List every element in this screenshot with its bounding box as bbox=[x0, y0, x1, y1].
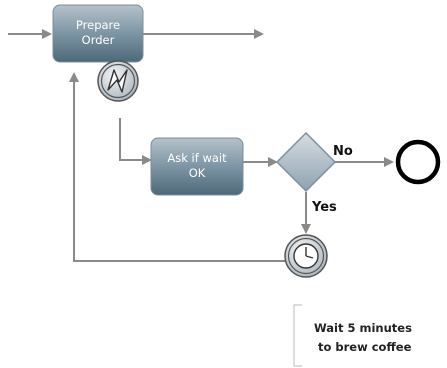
task-prepare-order-label-line1: Prepare bbox=[76, 18, 120, 32]
end-event[interactable] bbox=[395, 139, 441, 185]
task-ask-label-line2: OK bbox=[189, 166, 206, 180]
text-annotation: Wait 5 minutes to brew coffee bbox=[293, 304, 412, 367]
annotation-bracket bbox=[293, 304, 302, 367]
clock-icon bbox=[293, 243, 319, 269]
error-boundary-event[interactable] bbox=[97, 60, 139, 102]
loop-back-flow bbox=[69, 72, 285, 262]
task-ask-if-wait-ok[interactable]: Ask if wait OK bbox=[150, 137, 244, 196]
error-flow bbox=[119, 118, 152, 165]
annotation-line2: to brew coffee bbox=[318, 340, 412, 354]
task-prepare-order-label-line2: Order bbox=[82, 33, 115, 47]
lightning-bolt-icon bbox=[107, 69, 128, 93]
annotation-line1: Wait 5 minutes bbox=[314, 321, 412, 335]
yes-flow-label: Yes bbox=[311, 200, 337, 215]
timer-event[interactable] bbox=[284, 234, 328, 278]
task-ask-label-line1: Ask if wait bbox=[167, 151, 227, 165]
no-flow-label: No bbox=[333, 144, 353, 159]
exclusive-gateway[interactable] bbox=[275, 131, 337, 193]
task-prepare-order[interactable]: Prepare Order bbox=[52, 4, 144, 63]
